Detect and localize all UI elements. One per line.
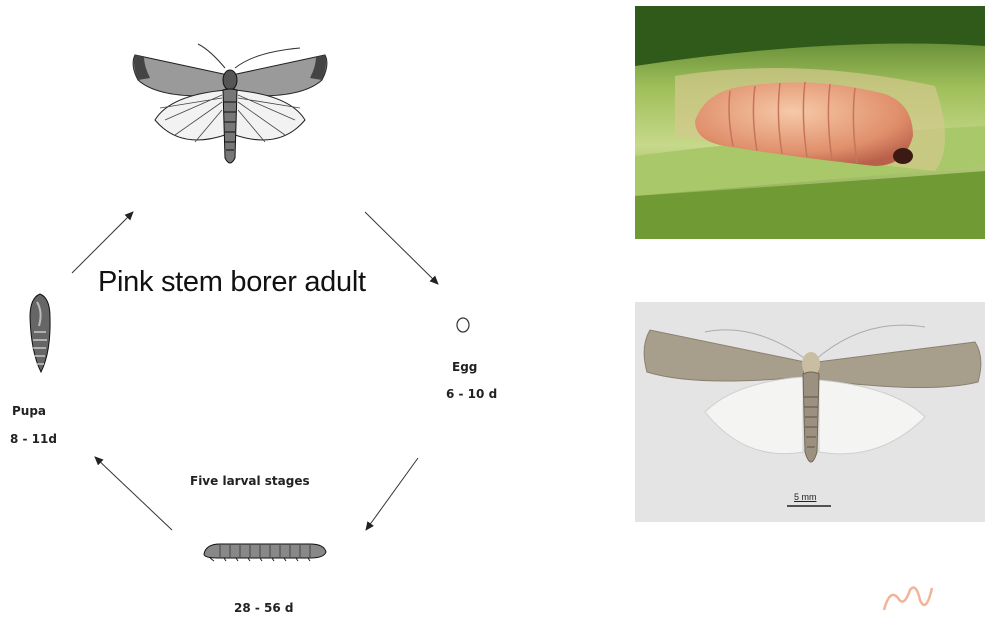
egg-drawing [455, 316, 471, 334]
watermark-fragment [880, 578, 950, 614]
pupa-duration: 8 - 11d [10, 432, 57, 446]
scale-bar-label: 5 mm [794, 492, 817, 502]
arrow-egg-to-larva [366, 458, 418, 530]
larva-label: Five larval stages [190, 474, 310, 488]
larva-duration: 28 - 56 d [234, 601, 294, 615]
adult-moth-photo [635, 302, 985, 522]
pupa-label: Pupa [12, 404, 46, 418]
larva-in-stem-photo [635, 6, 985, 239]
pupa-drawing [25, 292, 55, 376]
larva-drawing [200, 540, 330, 562]
egg-label: Egg [452, 360, 477, 374]
arrow-pupa-to-adult [72, 212, 133, 273]
arrow-larva-to-pupa [95, 457, 172, 530]
arrow-adult-to-egg [365, 212, 438, 284]
egg-duration: 6 - 10 d [446, 387, 497, 401]
